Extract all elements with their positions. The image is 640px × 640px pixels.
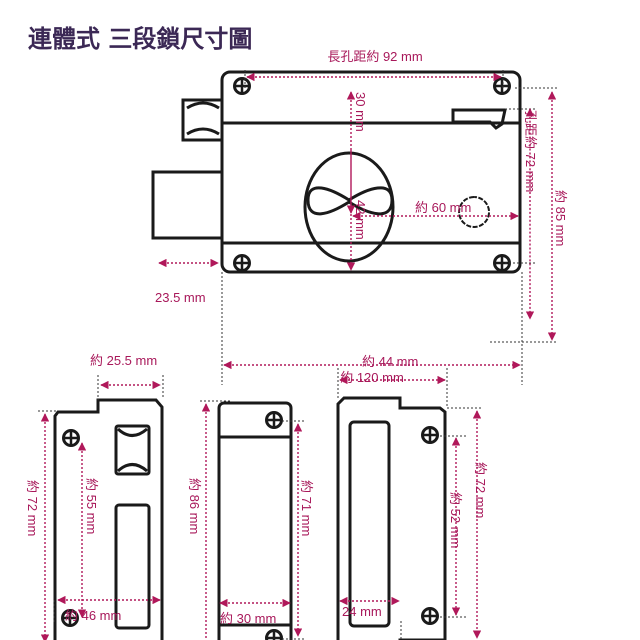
screw-icon (233, 77, 251, 95)
main-dimensions: 長孔距約 92 mm 30 mm 42 mm 約 60 mm 孔距約 72 mm… (155, 49, 568, 385)
dim-bolt-length: 23.5 mm (155, 290, 206, 305)
middle-part: 約 86 mm 約 71 mm 約 30 mm (187, 400, 314, 640)
dim-center-to-edge: 約 60 mm (415, 200, 471, 215)
lower-bolt (151, 170, 225, 240)
main-lock-body (151, 70, 522, 274)
right-plate: 約 44 mm 約 52 mm 約 72 mm 24 mm (336, 354, 488, 640)
slot (451, 108, 507, 130)
screw-icon (421, 607, 439, 625)
dim-middle-hole-spacing: 約 71 mm (299, 480, 314, 536)
dim-long-hole-spacing: 長孔距約 92 mm (327, 49, 422, 64)
dim-strike-width: 約 46 mm (65, 608, 121, 623)
screw-icon (62, 429, 80, 447)
screw-icon (233, 254, 251, 272)
dim-upper-height: 30 mm (353, 92, 368, 132)
screw-icon (493, 77, 511, 95)
screw-icon (265, 411, 283, 429)
dim-lower-height: 42 mm (353, 200, 368, 240)
dim-total-width: 約 120 mm (340, 370, 404, 385)
dim-right-top-width: 約 44 mm (362, 354, 418, 369)
dim-right-hole-spacing: 約 52 mm (448, 492, 463, 548)
screw-icon (493, 254, 511, 272)
dim-strike-height: 約 72 mm (25, 480, 40, 536)
dim-middle-height: 約 86 mm (187, 478, 202, 534)
dim-total-height: 約 85 mm (553, 190, 568, 246)
dim-vertical-hole-spacing: 孔距約 72 mm (523, 110, 538, 192)
screw-icon (265, 629, 283, 640)
dim-strike-top-width: 約 25.5 mm (90, 353, 157, 368)
diagram-title: 連體式 三段鎖尺寸圖 (28, 25, 252, 53)
dim-right-height: 約 72 mm (473, 462, 488, 518)
dim-middle-width: 約 30 mm (220, 611, 276, 626)
gear-icon (458, 196, 490, 228)
dim-right-bottom-width: 24 mm (342, 604, 382, 619)
screw-icon (421, 426, 439, 444)
keyhole-icon (306, 186, 394, 216)
strike-plate: 約 25.5 mm 約 72 mm 約 55 mm 約 46 mm (25, 353, 164, 640)
dim-strike-hole-spacing: 約 55 mm (84, 478, 99, 534)
